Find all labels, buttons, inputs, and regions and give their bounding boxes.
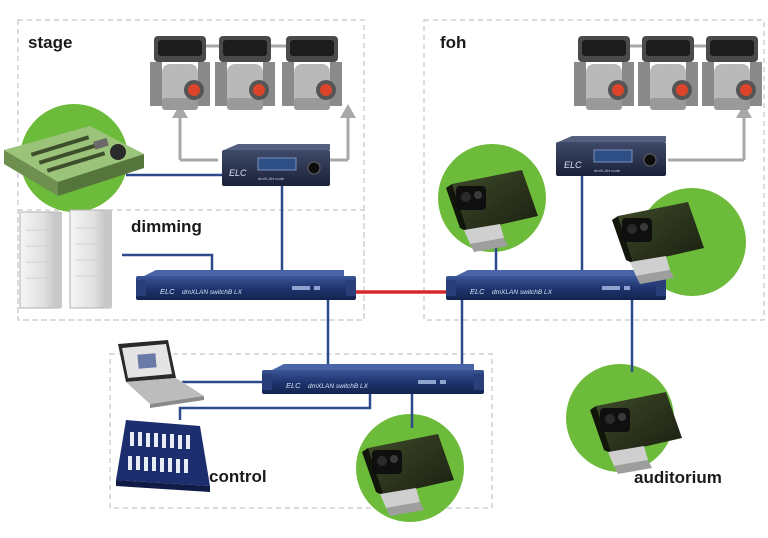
control-label: control [209,467,267,486]
foh-zone-border [423,19,765,321]
control-zone-border [109,353,493,509]
switch-brand: ELC [470,287,485,296]
network-switch-icon: ELC dmXLAN switchB LX [446,270,666,300]
moving-head-light-icon [215,36,275,110]
moving-head-light-icon [282,36,342,110]
moving-head-light-icon [150,36,210,110]
switch-brand: ELC [160,287,175,296]
moving-head-light-icon [638,36,698,110]
fader-console-icon [116,420,210,492]
switch-model: dmXLAN switchB LX [182,289,243,296]
dimming-label: dimming [131,217,202,236]
stage-zone-border [17,19,365,321]
node-caption: dmXLAN node [594,168,621,173]
stage-dmx-arrows [172,44,356,162]
switch-brand: ELC [286,381,301,390]
laptop-icon [118,340,204,408]
node-brand: ELC [229,168,247,178]
moving-head-light-icon [702,36,762,110]
foh-label: foh [440,33,466,52]
node-brand: ELC [564,160,582,170]
stage-label: stage [28,33,72,52]
switch-model: dmXLAN switchB LX [308,383,369,390]
dimming-zone-border [17,209,365,321]
lighting-console-icon [4,126,144,196]
moving-head-light-icon [574,36,634,110]
dmx-node-icon: ELC dmXLAN node [556,136,666,176]
dmx-node-icon: ELC dmXLAN node [222,144,330,186]
network-switch-icon: ELC dmXLAN switchB LX [262,364,484,394]
network-switch-icon: ELC dmXLAN switchB LX [136,270,356,300]
switch-model: dmXLAN switchB LX [492,289,553,296]
node-caption: dmXLAN node [258,176,285,181]
dimmer-rack-icon [19,209,112,309]
auditorium-label: auditorium [634,468,722,487]
